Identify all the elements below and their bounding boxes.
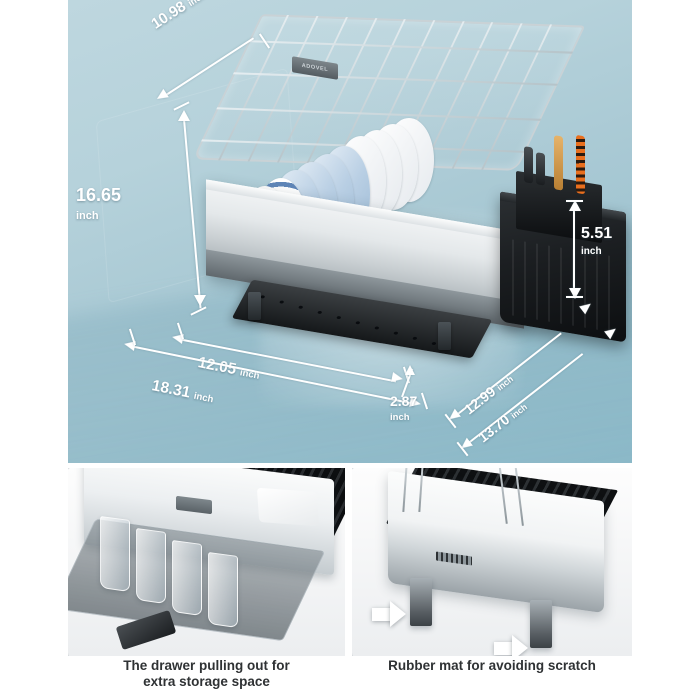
dish-rack-illustration: ADOVEL [164, 10, 626, 410]
rack-leg [438, 322, 451, 350]
dimension-value: 2.87 [390, 393, 418, 409]
dimension-unit: inch [186, 0, 207, 8]
pointer-arrow-tail [372, 608, 392, 621]
dimension-value: 5.51 [581, 225, 613, 242]
rubber-foot [530, 600, 552, 648]
rubber-mat-caption: Rubber mat for avoiding scratch [352, 658, 632, 674]
drawer-feature-panel [68, 468, 345, 656]
pointer-arrow-2-icon [512, 635, 528, 656]
glass-cup [136, 527, 166, 605]
dimension-unit: inch [390, 412, 410, 423]
feature-panels: The drawer pulling out for extra storage… [0, 468, 700, 700]
caption-line-2: extra storage space [143, 674, 270, 689]
dimension-value: 16.65 [76, 185, 122, 205]
rubber-foot [410, 578, 432, 626]
dimension-unit: inch [76, 210, 99, 222]
rack-leg [248, 292, 261, 320]
white-dish [256, 487, 320, 527]
caption-line-1: Rubber mat for avoiding scratch [388, 658, 596, 673]
hero-product-panel: ADOVEL [68, 0, 632, 463]
caption-line-1: The drawer pulling out for [123, 658, 290, 673]
drawer-caption: The drawer pulling out for extra storage… [68, 658, 345, 690]
rubber-mat-feature-panel [352, 468, 632, 656]
glass-cup [100, 515, 130, 593]
dimension-unit: inch [581, 246, 602, 257]
glass-cup [208, 551, 238, 629]
glass-cup [172, 539, 202, 617]
pointer-arrow-1-icon [390, 601, 406, 627]
pointer-arrow-tail [494, 642, 514, 655]
